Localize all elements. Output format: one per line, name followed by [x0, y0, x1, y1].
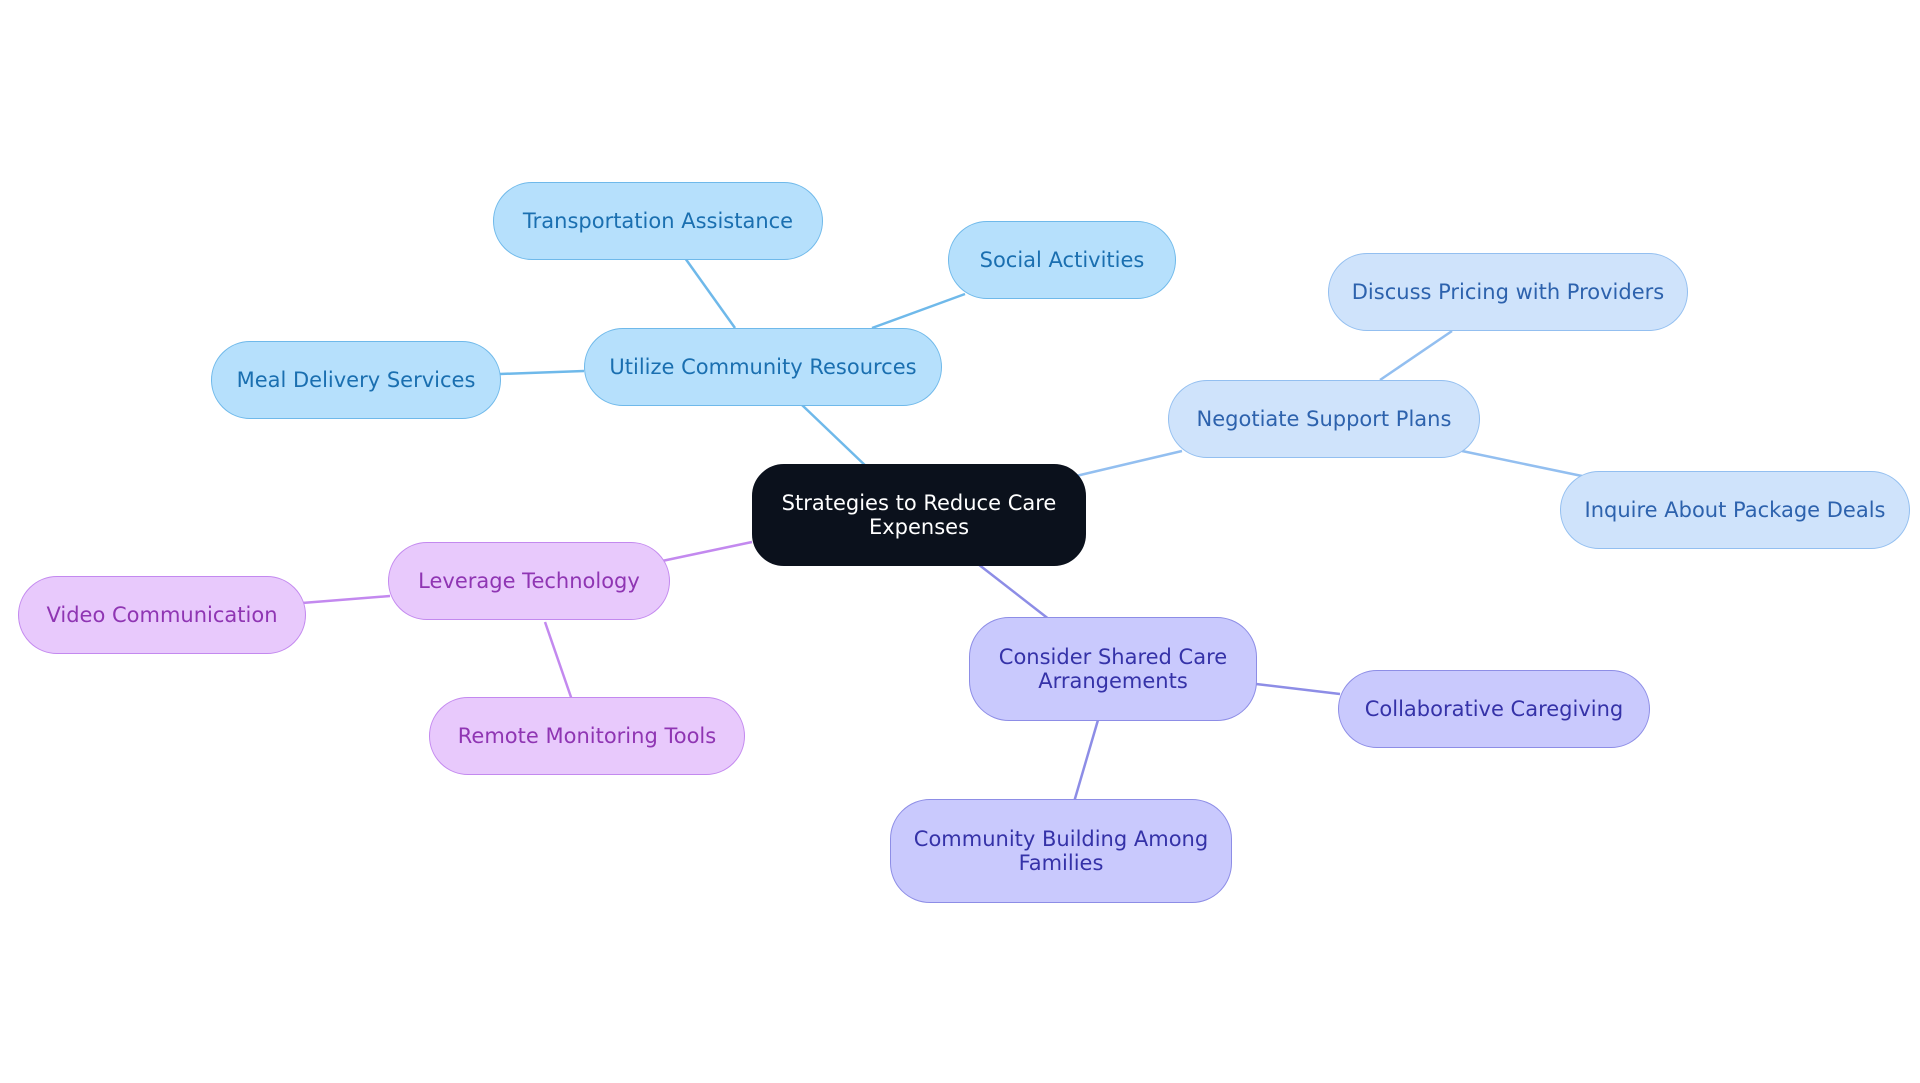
leaf-node-collaborative-caregiving[interactable]: Collaborative Caregiving — [1338, 670, 1650, 748]
leaf-node-community-building[interactable]: Community Building Among Families — [890, 799, 1232, 903]
edge-community-transportation — [683, 257, 737, 329]
leaf-label: Collaborative Caregiving — [1364, 697, 1624, 721]
root-label: Strategies to Reduce Care Expenses — [781, 491, 1057, 539]
leaf-label: Community Building Among Families — [913, 827, 1209, 875]
edge-root-technology — [661, 540, 753, 563]
leaf-node-discuss-pricing[interactable]: Discuss Pricing with Providers — [1328, 253, 1688, 331]
branch-node-shared-care[interactable]: Consider Shared Care Arrangements — [969, 617, 1257, 721]
leaf-label: Discuss Pricing with Providers — [1351, 280, 1665, 304]
leaf-node-video-communication[interactable]: Video Communication — [18, 576, 306, 654]
branch-label: Leverage Technology — [418, 569, 640, 593]
leaf-node-remote-monitoring-tools[interactable]: Remote Monitoring Tools — [429, 697, 745, 775]
branch-label: Consider Shared Care Arrangements — [998, 645, 1228, 693]
branch-label: Utilize Community Resources — [609, 355, 917, 379]
leaf-node-transportation-assistance[interactable]: Transportation Assistance — [493, 182, 823, 260]
edge-community-social — [871, 292, 966, 330]
branch-node-leverage-technology[interactable]: Leverage Technology — [388, 542, 670, 620]
edge-negotiate-package — [1461, 449, 1583, 478]
edge-root-negotiate — [1075, 449, 1183, 478]
leaf-label: Transportation Assistance — [522, 209, 794, 233]
edge-community-meal — [499, 369, 585, 376]
root-node[interactable]: Strategies to Reduce Care Expenses — [752, 464, 1086, 566]
leaf-label: Remote Monitoring Tools — [457, 724, 717, 748]
leaf-label: Social Activities — [979, 248, 1145, 272]
edge-technology-remote — [543, 621, 574, 701]
leaf-node-inquire-package-deals[interactable]: Inquire About Package Deals — [1560, 471, 1910, 549]
leaf-label: Meal Delivery Services — [236, 368, 476, 392]
leaf-label: Video Communication — [46, 603, 278, 627]
edge-technology-video — [301, 594, 391, 605]
leaf-node-social-activities[interactable]: Social Activities — [948, 221, 1176, 299]
edge-root-community — [801, 404, 871, 471]
edge-shared-collab — [1255, 682, 1341, 696]
leaf-node-meal-delivery-services[interactable]: Meal Delivery Services — [211, 341, 501, 419]
branch-node-community-resources[interactable]: Utilize Community Resources — [584, 328, 942, 406]
branch-node-negotiate-support-plans[interactable]: Negotiate Support Plans — [1168, 380, 1480, 458]
edge-negotiate-discuss — [1379, 329, 1453, 382]
edge-shared-community-building — [1072, 719, 1100, 803]
branch-label: Negotiate Support Plans — [1196, 407, 1452, 431]
edge-root-shared — [977, 563, 1051, 621]
leaf-label: Inquire About Package Deals — [1584, 498, 1886, 522]
